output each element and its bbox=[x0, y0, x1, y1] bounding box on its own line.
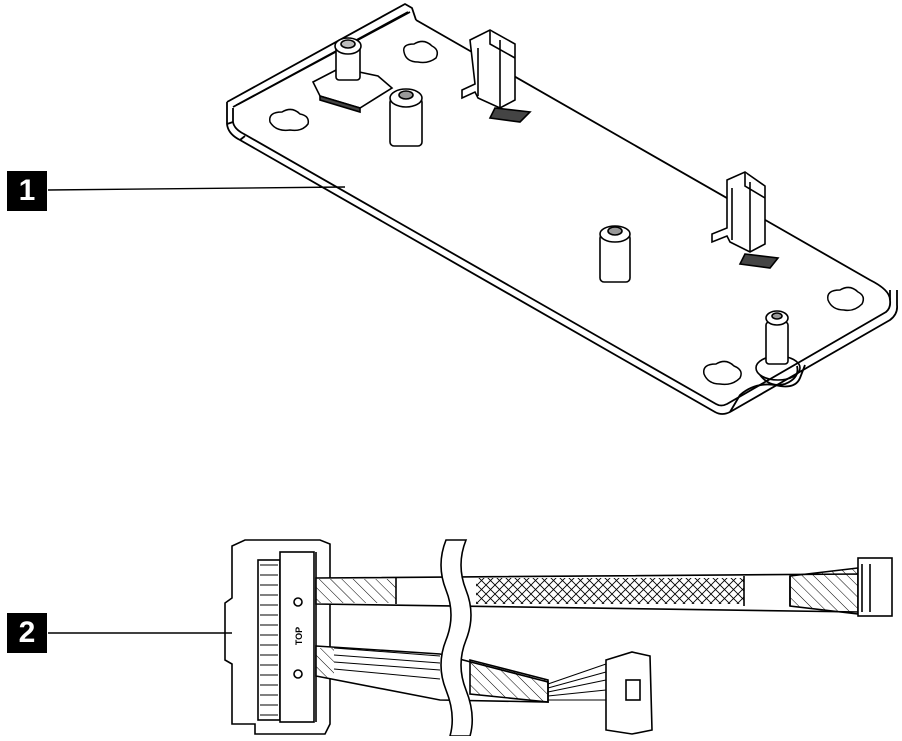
connector-top-label: TOP bbox=[294, 627, 304, 645]
cable-break-marks bbox=[440, 539, 474, 737]
tray-keyhole-slots bbox=[269, 40, 865, 386]
leader-line-1 bbox=[47, 186, 346, 191]
tray-latch-clips bbox=[461, 29, 780, 269]
connector-pins bbox=[260, 564, 278, 716]
callout-2: 2 bbox=[7, 613, 47, 653]
cable-assembly: TOP bbox=[224, 539, 893, 737]
tray-bracket bbox=[226, 3, 899, 415]
tray-standoffs bbox=[311, 37, 789, 365]
cable-upper-connector bbox=[857, 557, 893, 617]
callout-1: 1 bbox=[7, 171, 47, 211]
